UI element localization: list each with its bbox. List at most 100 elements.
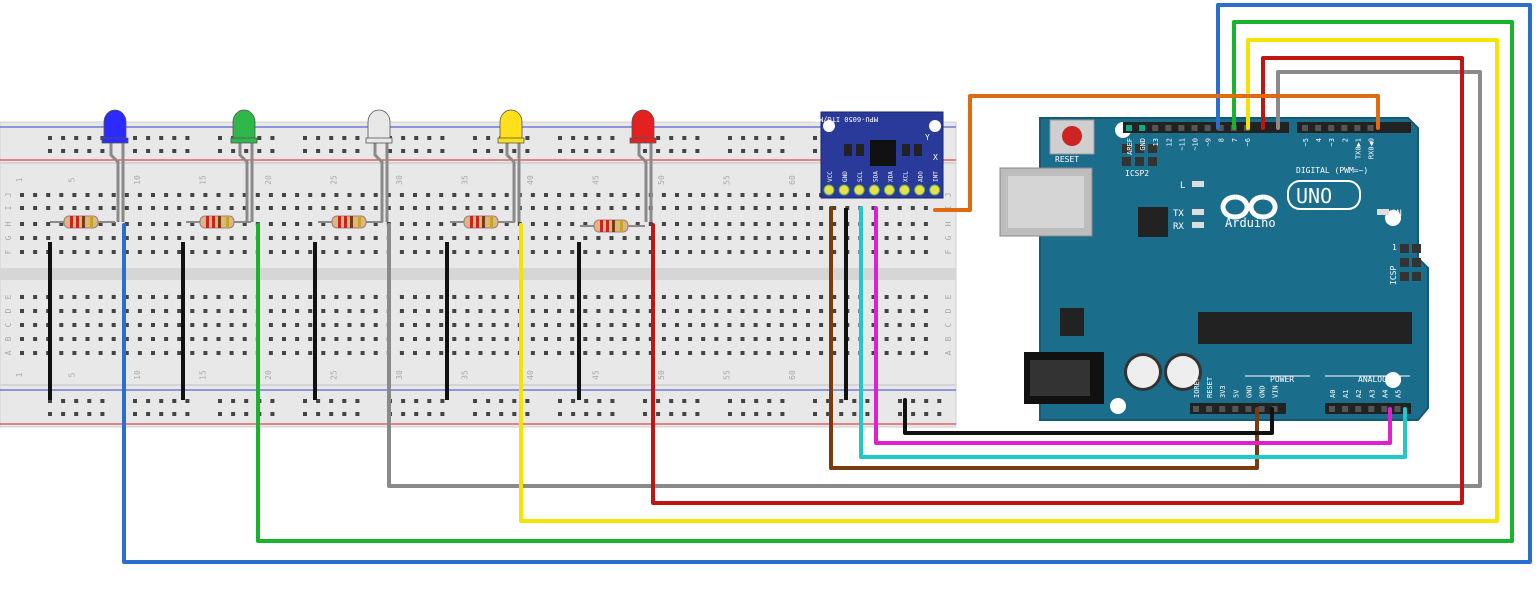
terminal-hole [688,337,693,341]
row-letter-left: H [4,221,13,226]
terminal-hole [46,222,51,226]
terminal-hole [792,295,797,299]
terminal-hole [20,250,24,254]
rail-hole [48,136,52,140]
terminal-hole [779,295,784,299]
icsp2-label: ICSP2 [1125,169,1149,178]
terminal-hole [596,337,601,341]
terminal-hole [609,337,614,341]
terminal-hole [753,337,758,341]
rail-hole [218,136,222,140]
led-leg [637,142,648,222]
rx-label: RX [1173,222,1184,232]
terminal-hole [544,323,548,327]
resistor-band [212,216,215,228]
terminal-hole [308,295,313,299]
terminal-hole [832,309,837,313]
terminal-hole [85,351,90,355]
rail-hole [185,149,190,153]
sensor-pin [914,184,926,196]
terminal-hole [334,323,339,327]
wire-blue [122,3,1532,564]
terminal-hole [295,295,300,299]
rail-hole [682,136,687,140]
terminal-hole [504,250,509,254]
digital-pin-label: ~3 [1328,138,1336,146]
terminal-hole [779,193,784,197]
row-letter-left: I [4,205,13,210]
rail-hole [767,412,772,416]
terminal-hole [452,250,457,254]
rail-hole [682,412,687,416]
rail-hole [754,149,759,153]
terminal-hole [268,250,273,254]
terminal-hole [229,323,234,327]
terminal-hole [766,193,771,197]
terminal-hole [897,222,902,226]
terminal-hole [164,236,169,240]
terminal-hole [229,236,234,240]
rail-hole [303,136,307,140]
terminal-hole [832,236,837,240]
sensor-axis-x: X [933,153,938,162]
terminal-hole [871,206,876,210]
terminal-hole [596,323,601,327]
rail-hole [159,412,164,416]
terminal-hole [33,193,38,197]
rail-hole [656,149,661,153]
terminal-hole [426,337,431,341]
digital-header-right [1297,122,1411,133]
terminal-hole [806,222,810,226]
column-number-top: 5 [67,177,76,182]
rail-hole [316,399,321,403]
rail-hole [813,136,817,140]
terminal-hole [282,222,286,226]
terminal-hole [544,236,548,240]
terminal-hole [203,206,208,210]
terminal-hole [282,337,286,341]
terminal-hole [360,337,365,341]
rail-hole [852,399,857,403]
terminal-hole [452,295,457,299]
terminal-hole [413,323,417,327]
power-pin-label: IOREF [1193,377,1201,398]
terminal-hole [98,309,103,313]
terminal-hole [137,193,142,197]
resistor-band [350,216,353,228]
terminal-hole [675,351,679,355]
power-pin-label: GND [1245,385,1253,398]
rail-hole [218,399,222,403]
rail-hole [270,399,275,403]
rail-hole [355,412,360,416]
power-pin-label: 5V [1232,389,1240,398]
rail-hole [813,412,817,416]
terminal-hole [504,193,509,197]
digital-pin [1302,125,1308,131]
terminal-hole [295,250,300,254]
terminal-hole [72,295,77,299]
analog-pin-label: A1 [1342,390,1350,398]
microcontroller-chip [1198,312,1412,344]
terminal-hole [714,351,719,355]
rail-hole [826,399,831,403]
sensor-mount-hole [823,120,835,132]
terminal-hole [530,236,535,240]
terminal-hole [151,309,155,313]
terminal-hole [465,323,470,327]
terminal-hole [504,337,509,341]
terminal-hole [203,236,208,240]
terminal-hole [832,206,837,210]
rail-hole [937,412,942,416]
terminal-hole [740,337,745,341]
rail-hole [898,399,902,403]
model-label: UNO [1296,184,1332,208]
terminal-hole [779,323,784,327]
led-rim [629,137,657,144]
analog-pin-label: A5 [1395,390,1403,398]
terminal-hole [806,206,810,210]
terminal-hole [413,236,417,240]
terminal-hole [635,236,640,240]
terminal-hole [72,351,77,355]
terminal-hole [635,309,640,313]
rail-hole [218,149,222,153]
